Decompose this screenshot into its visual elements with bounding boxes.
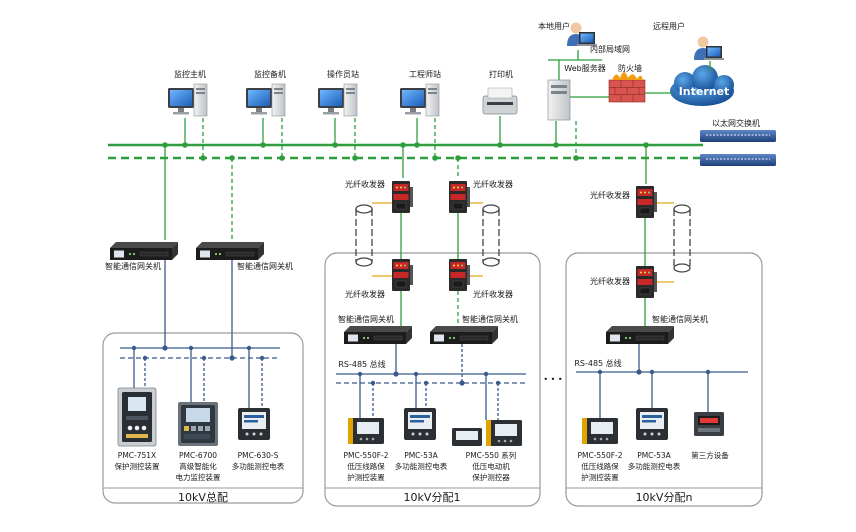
- device-label: 多功能测控电表: [628, 461, 681, 471]
- device-label: PMC-751X: [118, 451, 156, 460]
- pmc-53a-meter-branch-1: [404, 408, 436, 440]
- label-rs485-branch-1: RS-485 总线: [338, 359, 385, 369]
- fiber-transceiver-branch-n-upper: [635, 185, 658, 219]
- internet-cloud: [670, 65, 734, 106]
- label-local-user: 本地用户: [538, 21, 570, 31]
- label-printer: 打印机: [489, 69, 513, 79]
- device-label: 第三方设备: [691, 450, 729, 460]
- main-zone-junctions: [131, 345, 265, 361]
- web-server-tower: [547, 79, 571, 121]
- device-label: 电力监控装置: [176, 472, 221, 482]
- gateway-branch-n: [605, 325, 675, 345]
- label-intranet: 内部局域网: [590, 44, 630, 54]
- fiber-transceiver-lower-left: [391, 258, 414, 292]
- operator-station-computer: [317, 83, 358, 117]
- fiber-transceiver-branch-n-lower: [635, 265, 658, 299]
- device-label: 低压线路保: [347, 461, 385, 471]
- branch-1-bus-links: [336, 291, 526, 420]
- gateway-main-1: [109, 241, 179, 261]
- device-label: PMC-550 系列: [466, 450, 517, 460]
- local-user-icon: [567, 22, 597, 46]
- pmc-550f-2-device-branch-n: [582, 418, 618, 444]
- zone-title-main: 10kV总配: [178, 490, 228, 504]
- device-label: 保护测控器: [472, 472, 510, 482]
- label-gateway-main-2: 智能通信网关机: [237, 261, 293, 271]
- intranet-links: [548, 50, 711, 98]
- gateway-branch-1-a: [343, 325, 413, 345]
- label-internet: Internet: [679, 85, 730, 98]
- device-label: PMC-550F-2: [577, 451, 622, 460]
- device-label: 低压线路保: [581, 461, 619, 471]
- third-party-device: [694, 412, 724, 436]
- firewall-device: [608, 72, 646, 103]
- label-fiber-b1-lr: 光纤收发器: [473, 289, 513, 299]
- fiber-transceiver-lower-right: [448, 258, 471, 292]
- pmc-53a-meter-branch-n: [636, 408, 668, 440]
- zone-title-branch-1: 10kV分配1: [404, 491, 461, 504]
- device-label: 护测控装置: [581, 472, 619, 482]
- branch-1-fiber-links: [355, 202, 500, 277]
- printer-device: [482, 87, 518, 115]
- label-fiber-bn-lower: 光纤收发器: [590, 276, 630, 286]
- device-label: PMC-53A: [637, 451, 671, 460]
- gateway-main-2: [195, 241, 265, 261]
- device-label: 保护测控装置: [115, 461, 160, 471]
- pmc-550f-2-device-branch-1: [348, 418, 384, 444]
- device-label: 多功能测控电表: [395, 461, 448, 471]
- engineer-station-computer: [399, 83, 440, 117]
- label-gateway-main-1: 智能通信网关机: [105, 261, 161, 271]
- pmc-550-series-device: [452, 420, 522, 446]
- zone-title-branch-n: 10kV分配n: [636, 491, 693, 504]
- label-firewall: 防火墙: [618, 63, 642, 73]
- label-operator-station: 操作员站: [327, 69, 359, 79]
- host-drop-lines: [184, 116, 577, 158]
- fiber-transceiver-upper-right: [448, 180, 471, 214]
- device-label: 低压电动机: [472, 461, 510, 471]
- label-fiber-b1-ul: 光纤收发器: [345, 179, 385, 189]
- device-label: 高级智能化: [179, 461, 217, 471]
- label-monitor-backup: 监控备机: [254, 69, 286, 79]
- label-monitor-host: 监控主机: [174, 69, 206, 79]
- remote-user-icon: [694, 36, 724, 60]
- device-label: PMC-550F-2: [343, 451, 388, 460]
- backbone-drop-lines: [164, 145, 647, 240]
- device-label: PMC-630-S: [238, 451, 279, 460]
- branch-n-junctions: [597, 369, 711, 375]
- branch-1-junctions: [357, 371, 501, 386]
- label-gateway-b1-a: 智能通信网关机: [338, 314, 394, 324]
- label-fiber-b1-ll: 光纤收发器: [345, 289, 385, 299]
- label-gateway-b1-b: 智能通信网关机: [462, 314, 518, 324]
- pmc-6700-monitor: [178, 402, 218, 446]
- label-fiber-bn-upper: 光纤收发器: [590, 190, 630, 200]
- backbone-junctions: [162, 142, 649, 161]
- branch-n-bus-links: [576, 298, 748, 418]
- device-label: 护测控装置: [347, 472, 385, 482]
- label-remote-user: 远程用户: [653, 21, 685, 31]
- label-rs485-branch-n: RS-485 总线: [574, 358, 621, 368]
- device-label: PMC-53A: [404, 451, 438, 460]
- label-engineer-station: 工程师站: [409, 69, 441, 79]
- gateway-branch-1-b: [429, 325, 499, 345]
- branch-n-fiber-links: [644, 202, 691, 283]
- label-ethernet-switch: 以太网交换机: [712, 118, 760, 128]
- pmc-630-s-meter: [238, 408, 270, 440]
- pmc-751x-relay: [117, 387, 157, 447]
- label-web-server: Web服务器: [564, 63, 605, 73]
- fiber-transceiver-upper-left: [391, 180, 414, 214]
- device-label: 多功能测控电表: [232, 461, 285, 471]
- label-fiber-b1-ur: 光纤收发器: [473, 179, 513, 189]
- monitor-host-computer: [167, 83, 208, 117]
- ethernet-switch-stack: [700, 130, 776, 166]
- label-gateway-bn: 智能通信网关机: [652, 314, 708, 324]
- device-label: PMC-6700: [179, 451, 217, 460]
- monitor-backup-computer: [245, 83, 286, 117]
- ellipsis-more-branches: • • •: [543, 375, 562, 384]
